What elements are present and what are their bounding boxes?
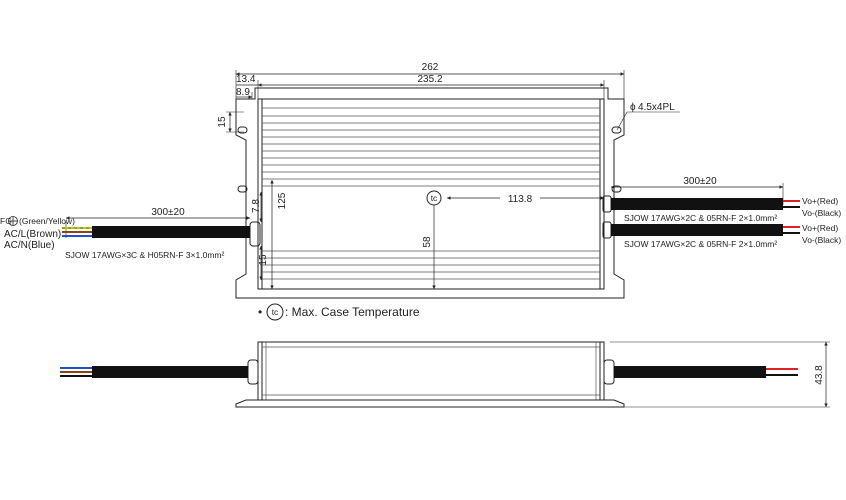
case-body [257,98,605,290]
side-flange [235,399,625,408]
legend-symbol-text: tc [272,307,279,317]
dim-body-width: 125 [277,192,288,209]
output1-pos-label: Vo+(Red) [802,196,838,206]
hole-symbol: ϕ [630,102,636,113]
dim-hole-spec: 4.5x4PL [638,102,675,113]
mounting-hole [611,126,622,134]
legend-bullet: • [258,305,262,319]
tc-marker-text: tc [431,193,438,203]
dim-tc-position: 113.8 [508,194,533,205]
input-cable-spec: SJOW 17AWG×3C & H05RN-F 3×1.0mm² [65,250,225,260]
mounting-hole [237,126,248,134]
tc-symbol [426,190,442,206]
dim-bottom-offset: 15 [258,254,269,266]
neutral-label: AC/N(Blue) [4,240,55,251]
mounting-hole [237,185,248,193]
top-view [65,70,784,299]
dim-cable-offset: 7.8 [251,199,262,213]
input-cable [8,216,250,238]
output2-pos-label: Vo+(Red) [802,223,838,233]
dim-flange-offset: 13.4 [236,74,256,85]
legend-tc-symbol [266,303,284,321]
line-label: AC/L(Brown) [4,229,61,240]
dim-side-height: 43.8 [814,365,825,385]
output2-cable-spec: SJOW 17AWG×2C & 05RN-F 2×1.0mm² [624,239,777,249]
fg-label: FG [0,216,12,226]
dim-body-length: 235.2 [417,74,442,85]
legend: • tc : Max. Case Temperature [258,303,420,321]
output-cable-2 [611,224,800,236]
side-view [235,341,830,408]
fg-color-label: (Green/Yellow) [19,216,75,226]
output1-cable-spec: SJOW 17AWG×2C & 05RN-F 2×1.0mm² [624,213,777,223]
dim-flange-height: 15 [217,116,228,128]
output2-neg-label: Vo-(Black) [802,235,841,245]
heatsink-fins [262,107,600,280]
legend-text: : Max. Case Temperature [285,305,420,319]
dim-overall-length: 262 [422,62,439,73]
dim-hole-offset: 8.9 [236,87,250,98]
side-case-body [257,341,605,401]
side-output-cable [614,366,798,378]
side-input-cable [60,366,248,378]
output1-neg-label: Vo-(Black) [802,208,841,218]
output-cable-1 [611,198,800,210]
dim-input-cable-length: 300±20 [151,207,185,218]
dim-tc-height: 58 [422,236,433,248]
dim-output-cable-length: 300±20 [683,176,717,187]
